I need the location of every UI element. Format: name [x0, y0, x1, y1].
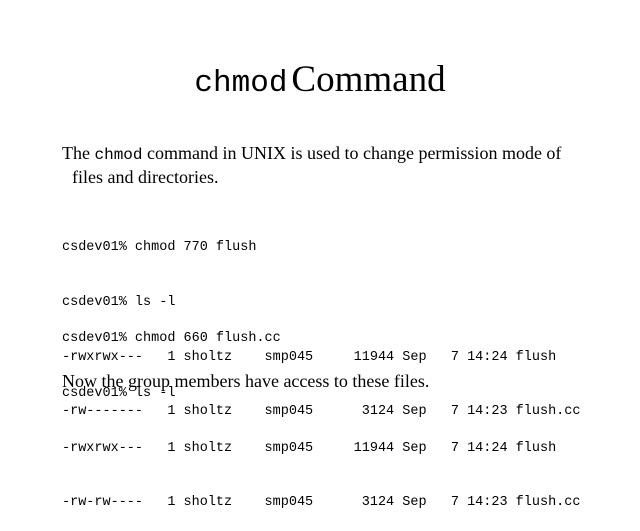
terminal-line: csdev01% ls -l — [62, 295, 176, 310]
terminal-block-1: csdev01% chmod 770 flush csdev01% ls -l … — [62, 203, 580, 440]
intro-command: chmod — [94, 146, 143, 164]
terminal-line: -rwxrwx--- 1 sholtz smp045 11944 Sep 7 1… — [62, 349, 557, 365]
intro-part1: The — [62, 143, 90, 163]
terminal-line: -rw-rw---- 1 sholtz smp045 3124 Sep 7 14… — [62, 495, 581, 511]
terminal-line: -rwxrwx--- 1 sholtz smp045 11944 Sep 7 1… — [62, 440, 557, 456]
terminal-line: csdev01% chmod 770 flush — [62, 240, 257, 256]
title-word: Command — [291, 59, 446, 100]
terminal-line: csdev01% ls -l — [62, 386, 176, 401]
intro-part2: command in UNIX is used to change permis… — [147, 143, 562, 163]
terminal-block-2: csdev01% chmod 660 flush.cc csdev01% ls … — [62, 294, 580, 531]
terminal-line: -rw------- 1 sholtz smp045 3124 Sep 7 14… — [62, 404, 581, 420]
intro-part3: files and directories. — [72, 167, 219, 187]
terminal-line: csdev01% chmod 660 flush.cc — [62, 331, 281, 347]
title-command: chmod — [194, 66, 288, 101]
conclusion-text: Now the group members have access to the… — [62, 371, 430, 391]
intro-paragraph: The chmod command in UNIX is used to cha… — [62, 142, 582, 188]
slide-title: chmod Command — [0, 58, 640, 101]
